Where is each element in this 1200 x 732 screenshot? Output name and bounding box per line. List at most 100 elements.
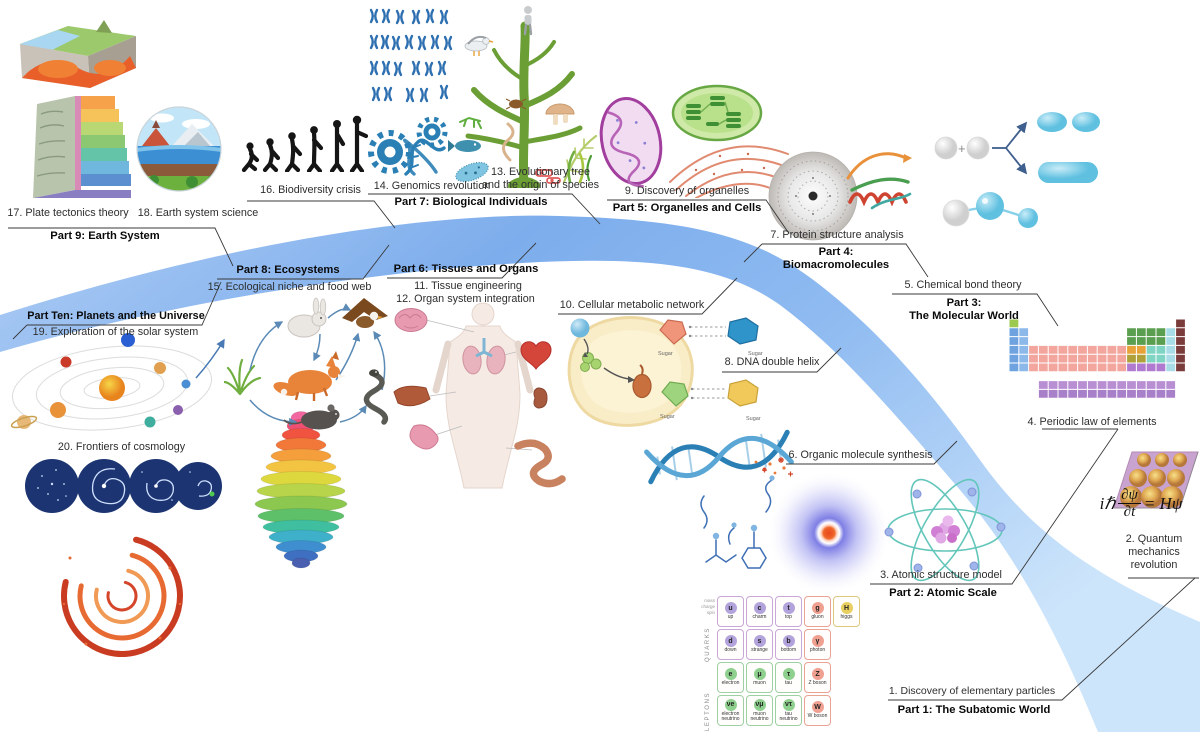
cosmic-swirl-icon: [61, 536, 183, 657]
spin-label: spin: [706, 610, 715, 615]
label-item-3: 3. Atomic structure model: [880, 569, 1002, 581]
evolutionary-tree-icon: [448, 6, 598, 188]
intestine-icon: [514, 439, 566, 488]
rabbit: [287, 297, 327, 338]
bohr-atom-icon: [884, 478, 1006, 582]
tree-mantis: [459, 116, 482, 129]
equation-denominator: ∂t: [1123, 504, 1136, 520]
tree-human-figure: [523, 6, 533, 36]
label-part-3-line1: Part 3:: [946, 297, 982, 309]
endoplasmic-reticulum-icon: [669, 145, 789, 198]
protein-ribbon-icon: [846, 152, 912, 210]
label-part-3: Part 3: The Molecular World: [898, 297, 1030, 323]
label-part-4-line2: Biomacromolecules: [782, 259, 890, 271]
label-part-2: Part 2: Atomic Scale: [889, 587, 997, 599]
label-part-10: Part Ten: Planets and the Universe: [27, 310, 205, 322]
mitochondrion-icon: [599, 97, 663, 188]
equation-numerator: ∂ψ: [1118, 487, 1141, 504]
liver-icon: [393, 385, 431, 407]
brain-icon: [394, 308, 428, 332]
kidney-icon: [533, 387, 548, 409]
eagle: [342, 298, 388, 328]
label-part-3-line2: The Molecular World: [909, 310, 1019, 322]
label-item-4: 4. Periodic law of elements: [1027, 416, 1157, 428]
chemical-bond-diagram-icon: +: [934, 112, 1100, 228]
label-part-8: Part 8: Ecosystems: [236, 264, 340, 276]
stomach-icon: [409, 424, 439, 450]
human-evolution-icon: [241, 115, 368, 172]
label-item-7: 7. Protein structure analysis: [770, 229, 904, 241]
nucleus: [931, 515, 960, 544]
mouse: [283, 404, 340, 430]
label-item-8: 8. DNA double helix: [724, 356, 820, 368]
label-item-15: 15. Ecological niche and food web: [207, 281, 372, 293]
leptons-group-label: LEPTONS: [705, 691, 711, 731]
electron-cloud-icon: [767, 471, 891, 595]
snake: [363, 369, 389, 425]
tree-bacteria: [535, 169, 561, 184]
label-part-1: Part 1: The Subatomic World: [897, 704, 1051, 716]
dna-helix-icon: [644, 429, 794, 485]
label-item-17: 17. Plate tectonics theory: [7, 207, 129, 219]
label-item-2: 2. Quantum mechanics revolution: [1112, 533, 1196, 572]
sugar-label: Sugar: [658, 351, 673, 357]
label-item-2-line1: 2. Quantum: [1125, 533, 1183, 545]
fox: [273, 351, 346, 401]
sugar-label: Sugar: [748, 351, 763, 357]
label-item-10: 10. Cellular metabolic network: [559, 299, 705, 311]
sugar-label: Sugar: [746, 416, 761, 422]
equation-fraction: ∂ψ ∂t: [1118, 487, 1141, 520]
label-item-13-line1: 13. Evolutionary tree: [490, 166, 591, 178]
mass-label: mass: [704, 598, 715, 603]
genomics-dna-gear-icon: [368, 116, 448, 176]
particle-property-labels: mass charge spin: [699, 598, 715, 616]
tree-seagull: [464, 35, 494, 56]
heart-icon: [520, 341, 552, 370]
label-item-14: 14. Genomics revolution: [373, 180, 491, 192]
label-item-13-line2: and the origin of species: [481, 179, 600, 191]
quarks-group-label: QUARKS: [705, 627, 711, 662]
human-anatomy-icon: [393, 302, 566, 489]
label-item-20: 20. Frontiers of cosmology: [57, 441, 186, 453]
label-part-4: Part 4: Biomacromolecules: [772, 246, 900, 272]
label-item-19: 19. Exploration of the solar system: [32, 326, 199, 338]
tree-fish: [448, 140, 481, 152]
equation-rhs: = Hψ: [1143, 493, 1183, 513]
tree-paramecium: [455, 161, 489, 183]
label-item-18: 18. Earth system science: [137, 207, 259, 219]
solar-system-icon: [10, 333, 225, 431]
label-item-5: 5. Chemical bond theory: [904, 279, 1022, 291]
saturn: [10, 415, 38, 429]
biodiversity-funnel-icon: [254, 411, 348, 569]
water-molecule-icon: [942, 192, 1038, 228]
label-item-16: 16. Biodiversity crisis: [260, 184, 361, 196]
strata-column-icon: [33, 96, 131, 198]
particle-cell-empty: [833, 629, 860, 660]
plate-tectonics-icon: [20, 20, 136, 88]
label-item-12: 12. Organ system integration: [396, 293, 535, 305]
earth-system-icon: [136, 106, 222, 192]
label-item-2-line2: mechanics: [1128, 546, 1180, 558]
xray-diffraction-icon: [768, 151, 858, 241]
label-part-7: Part 7: Biological Individuals: [394, 196, 548, 208]
tree-seaweed: [567, 150, 593, 184]
chloroplast-icon: [671, 84, 763, 142]
label-part-5: Part 5: Organelles and Cells: [612, 202, 762, 214]
particle-cell-empty: [833, 695, 860, 726]
label-item-9: 9. Discovery of organelles: [624, 185, 750, 197]
schrodinger-equation: iℏ ∂ψ ∂t = Hψ: [1082, 487, 1200, 520]
equation-coefficient: iℏ: [1099, 493, 1116, 513]
